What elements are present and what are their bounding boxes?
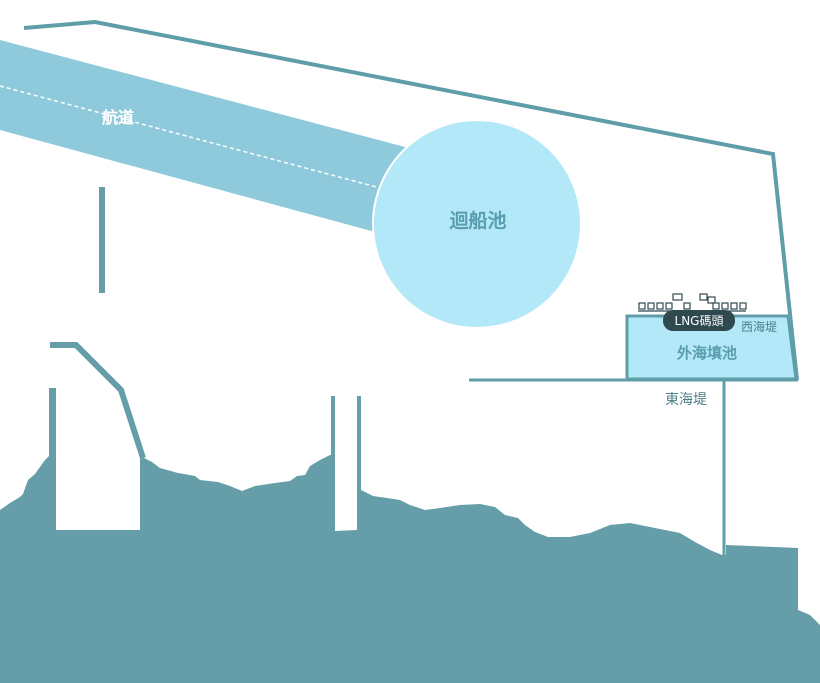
north-pier xyxy=(99,187,105,293)
reclamation-pool-label: 外海填池 xyxy=(676,344,737,362)
lng-terminal-structures xyxy=(638,293,747,312)
land-coastline xyxy=(0,388,820,683)
channel-centerline xyxy=(0,85,381,189)
channel-label: 航道 xyxy=(102,108,134,127)
lng-terminal-label: LNG碼頭 xyxy=(675,314,724,328)
east-breakwater-label: 東海堤 xyxy=(665,392,707,408)
lng-terminal-badge[interactable] xyxy=(663,310,735,331)
outer-boundary xyxy=(23,19,799,381)
west-breakwater-arm xyxy=(50,342,146,459)
west-breakwater-label: 西海堤 xyxy=(741,319,777,334)
navigation-channel xyxy=(0,40,405,232)
turning-basin-label: 迴船池 xyxy=(449,209,506,232)
turning-basin[interactable] xyxy=(372,119,582,329)
